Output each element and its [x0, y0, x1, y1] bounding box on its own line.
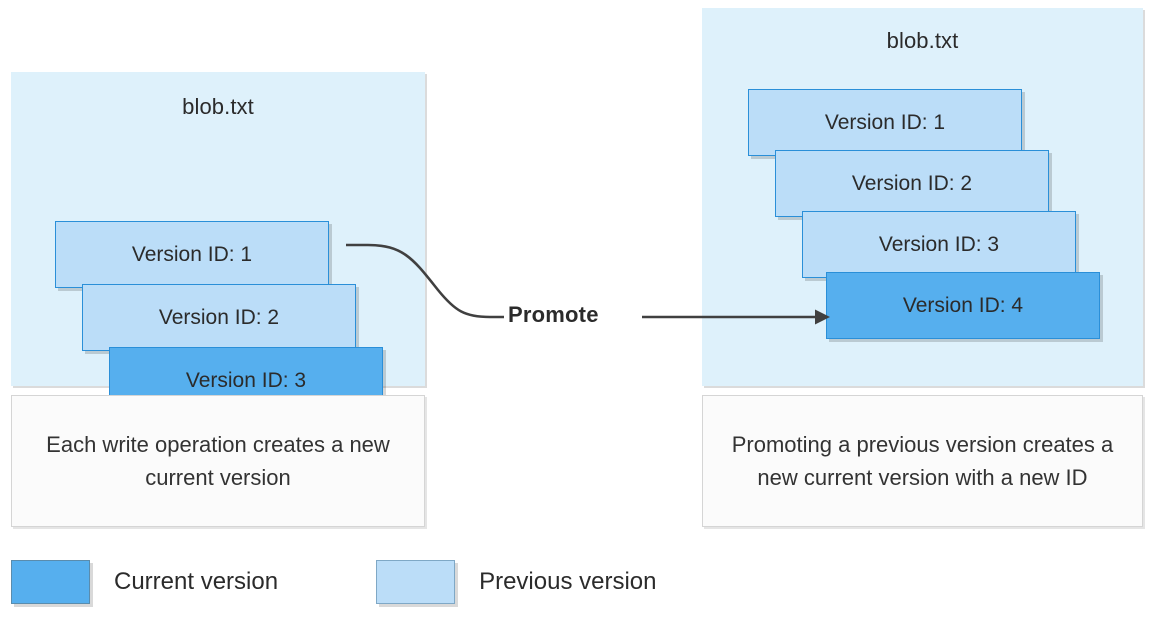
left-version-label-3: Version ID: 3: [185, 368, 307, 392]
legend-item-current-version: Current version: [11, 560, 278, 604]
right-panel-title: blob.txt: [886, 28, 959, 53]
right-version-card-1[interactable]: Version ID: 1: [748, 89, 1022, 156]
legend-swatch-current-icon: [11, 560, 90, 604]
promote-label: Promote: [508, 302, 599, 327]
left-version-label-2: Version ID: 2: [158, 305, 280, 329]
right-version-label-4: Version ID: 4: [902, 293, 1024, 317]
right-version-card-3[interactable]: Version ID: 3: [802, 211, 1076, 278]
right-caption-text: Promoting a previous version creates a n…: [731, 432, 1114, 490]
left-blob-panel: blob.txt Version ID: 1 Version ID: 2 Ver…: [11, 72, 425, 414]
right-caption-box: Promoting a previous version creates a n…: [702, 395, 1143, 527]
legend: Current version Previous version: [11, 560, 656, 604]
legend-label-previous: Previous version: [479, 568, 657, 595]
left-version-card-1[interactable]: Version ID: 1: [55, 221, 329, 288]
legend-item-previous-version: Previous version: [376, 560, 656, 604]
right-version-label-1: Version ID: 1: [824, 110, 946, 134]
right-version-card-4[interactable]: Version ID: 4: [826, 272, 1100, 339]
legend-label-current: Current version: [114, 568, 279, 595]
left-panel-title: blob.txt: [182, 94, 254, 119]
legend-swatch-previous-icon: [376, 560, 456, 604]
left-version-label-1: Version ID: 1: [131, 242, 253, 266]
left-caption-box: Each write operation creates a new curre…: [11, 395, 425, 527]
left-version-card-2[interactable]: Version ID: 2: [82, 284, 356, 351]
right-version-label-3: Version ID: 3: [878, 232, 1000, 256]
left-caption-text: Each write operation creates a new curre…: [46, 432, 390, 490]
right-blob-panel: blob.txt Version ID: 1 Version ID: 2 Ver…: [702, 8, 1143, 386]
right-version-label-2: Version ID: 2: [851, 171, 973, 195]
right-version-card-2[interactable]: Version ID: 2: [775, 150, 1049, 217]
